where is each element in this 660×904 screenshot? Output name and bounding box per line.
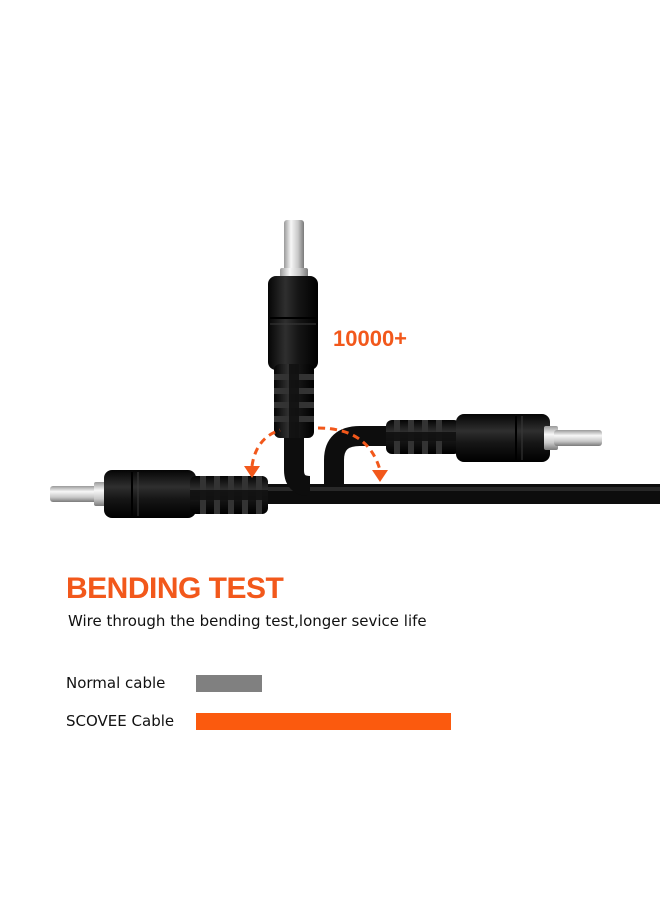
page-subtitle: Wire through the bending test,longer sev… [68, 612, 427, 630]
bend-arrows [250, 426, 382, 471]
right-arrowhead [372, 470, 388, 482]
scovee-cable-bar [196, 713, 451, 730]
comparison-bar-track [196, 675, 451, 692]
comparison-bar-track [196, 713, 451, 730]
page-title: BENDING TEST [66, 572, 284, 605]
bent-dc-plug [324, 414, 602, 486]
cable-bending-illustration [50, 220, 660, 518]
vertical-dc-plug [268, 220, 318, 496]
comparison-label: SCOVEE Cable [66, 712, 175, 730]
bend-count-callout: 10000+ [333, 326, 408, 351]
main-cable [240, 484, 660, 504]
normal-cable-bar [196, 675, 263, 692]
left-arrowhead [244, 466, 260, 478]
left-dc-plug [50, 470, 268, 518]
comparison-label: Normal cable [66, 674, 166, 692]
comparison-row-normal: Normal cable [66, 672, 263, 694]
comparison-row-scovee: SCOVEE Cable [66, 710, 451, 732]
